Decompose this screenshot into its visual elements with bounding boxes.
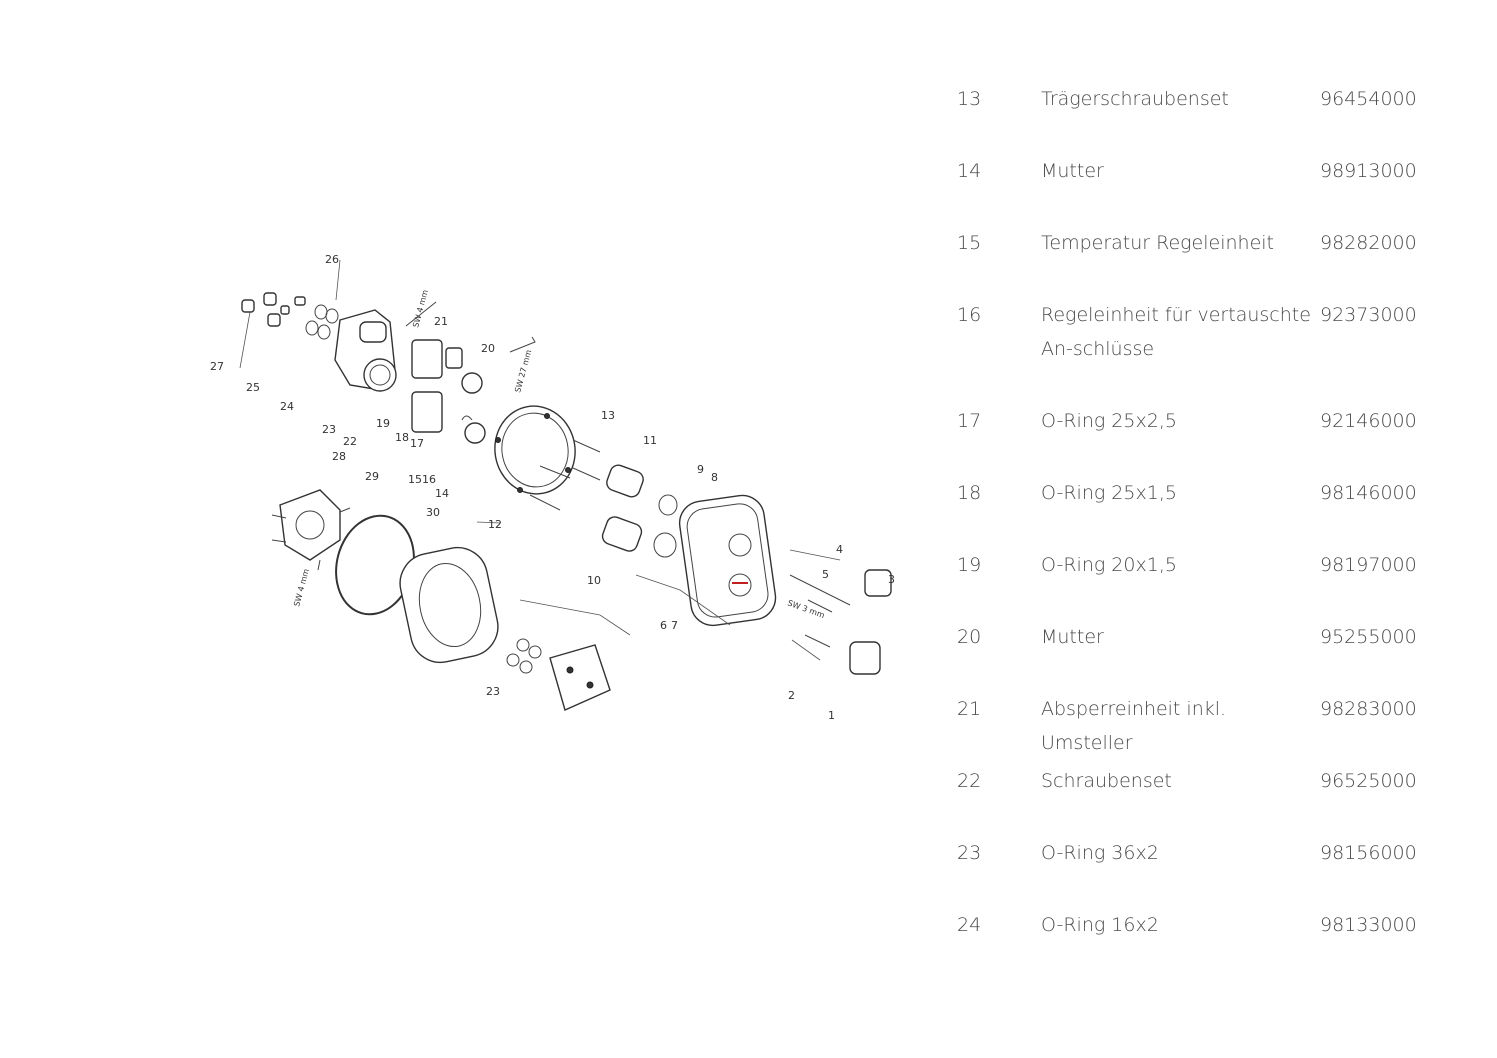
part-number: 17 (957, 410, 982, 432)
part-name: Schraubenset (1041, 770, 1172, 792)
callout: 29 (365, 470, 379, 483)
part-code: 98913000 (1320, 160, 1417, 182)
callout: 9 (697, 463, 704, 476)
callout: 4 (836, 543, 843, 556)
callout: 14 (435, 487, 449, 500)
leader-lines (239, 259, 841, 661)
part-code: 98283000 (1320, 698, 1417, 720)
part-number: 23 (957, 842, 982, 864)
callout: 24 (280, 400, 294, 413)
trim-plate (678, 494, 777, 627)
part-code: 96525000 (1320, 770, 1417, 792)
part-code: 98282000 (1320, 232, 1417, 254)
callout: 21 (434, 315, 448, 328)
callout: 23 (486, 685, 500, 698)
callout: 16 (422, 473, 436, 486)
callout: 15 (408, 473, 422, 486)
callout: 6 (660, 619, 667, 632)
sleeves (601, 464, 678, 558)
tool-label: SW 4 mm (292, 568, 311, 608)
callout: 11 (643, 434, 657, 447)
bottom-plate (506, 638, 611, 711)
part-name: O-Ring 20x1,5 (1041, 554, 1177, 576)
part-number: 15 (957, 232, 982, 254)
part-number: 21 (957, 698, 982, 720)
valve-base (271, 489, 499, 664)
part-code: 98197000 (1320, 554, 1417, 576)
part-name: Trägerschraubenset (1041, 88, 1229, 110)
part-name: O-Ring 25x2,5 (1041, 410, 1177, 432)
callout: 8 (711, 471, 718, 484)
part-name: O-Ring 36x2 (1041, 842, 1159, 864)
part-number: 20 (957, 626, 982, 648)
mounting-ring (494, 405, 576, 495)
part-number: 19 (957, 554, 982, 576)
callout: 25 (246, 381, 260, 394)
part-code: 95255000 (1320, 626, 1417, 648)
callout: 12 (488, 518, 502, 531)
callout: 5 (822, 568, 829, 581)
exploded-view-svg: 1 2 3 4 5 6 7 8 9 10 11 12 13 14 15 16 1… (210, 253, 895, 722)
callout: 17 (410, 437, 424, 450)
callout: 23 (322, 423, 336, 436)
parts-27-25-24-group (241, 292, 339, 340)
part-name: O-Ring 25x1,5 (1041, 482, 1177, 504)
callout: 2 (788, 689, 795, 702)
callout: 27 (210, 360, 224, 373)
part-number: 24 (957, 914, 982, 936)
callout: 7 (671, 619, 678, 632)
callout: 20 (481, 342, 495, 355)
callout: 13 (601, 409, 615, 422)
callout: 1 (828, 709, 835, 722)
callout: 19 (376, 417, 390, 430)
part-number: 13 (957, 88, 982, 110)
tool-label: SW 27 mm (513, 349, 533, 394)
screws (529, 439, 601, 511)
callout: 10 (587, 574, 601, 587)
callout: 30 (426, 506, 440, 519)
part-name: Regeleinheit für vertauschte An-schlüsse (1041, 304, 1311, 360)
part-number: 22 (957, 770, 982, 792)
part-number: 14 (957, 160, 982, 182)
part-code: 92146000 (1320, 410, 1417, 432)
part-name: Absperreinheit inkl. Umsteller (1041, 698, 1227, 754)
part-code: 96454000 (1320, 88, 1417, 110)
handles (789, 569, 892, 675)
callout: 22 (343, 435, 357, 448)
part-code: 92373000 (1320, 304, 1417, 326)
callout: 3 (888, 573, 895, 586)
callout: 28 (332, 450, 346, 463)
callout: 18 (395, 431, 409, 444)
part-code: 98133000 (1320, 914, 1417, 936)
tool-label: SW 3 mm (786, 598, 826, 620)
cartridges (405, 301, 536, 444)
part-number: 16 (957, 304, 982, 326)
part-number: 18 (957, 482, 982, 504)
part-code: 98156000 (1320, 842, 1417, 864)
part-code: 98146000 (1320, 482, 1417, 504)
part-name: Temperatur Regeleinheit (1041, 232, 1275, 254)
part-name: Mutter (1041, 160, 1104, 182)
part-name: Mutter (1041, 626, 1104, 648)
callout: 26 (325, 253, 339, 266)
part-name: O-Ring 16x2 (1041, 914, 1159, 936)
exploded-view-diagram: 1 2 3 4 5 6 7 8 9 10 11 12 13 14 15 16 1… (200, 240, 920, 740)
valve-body (334, 309, 397, 392)
